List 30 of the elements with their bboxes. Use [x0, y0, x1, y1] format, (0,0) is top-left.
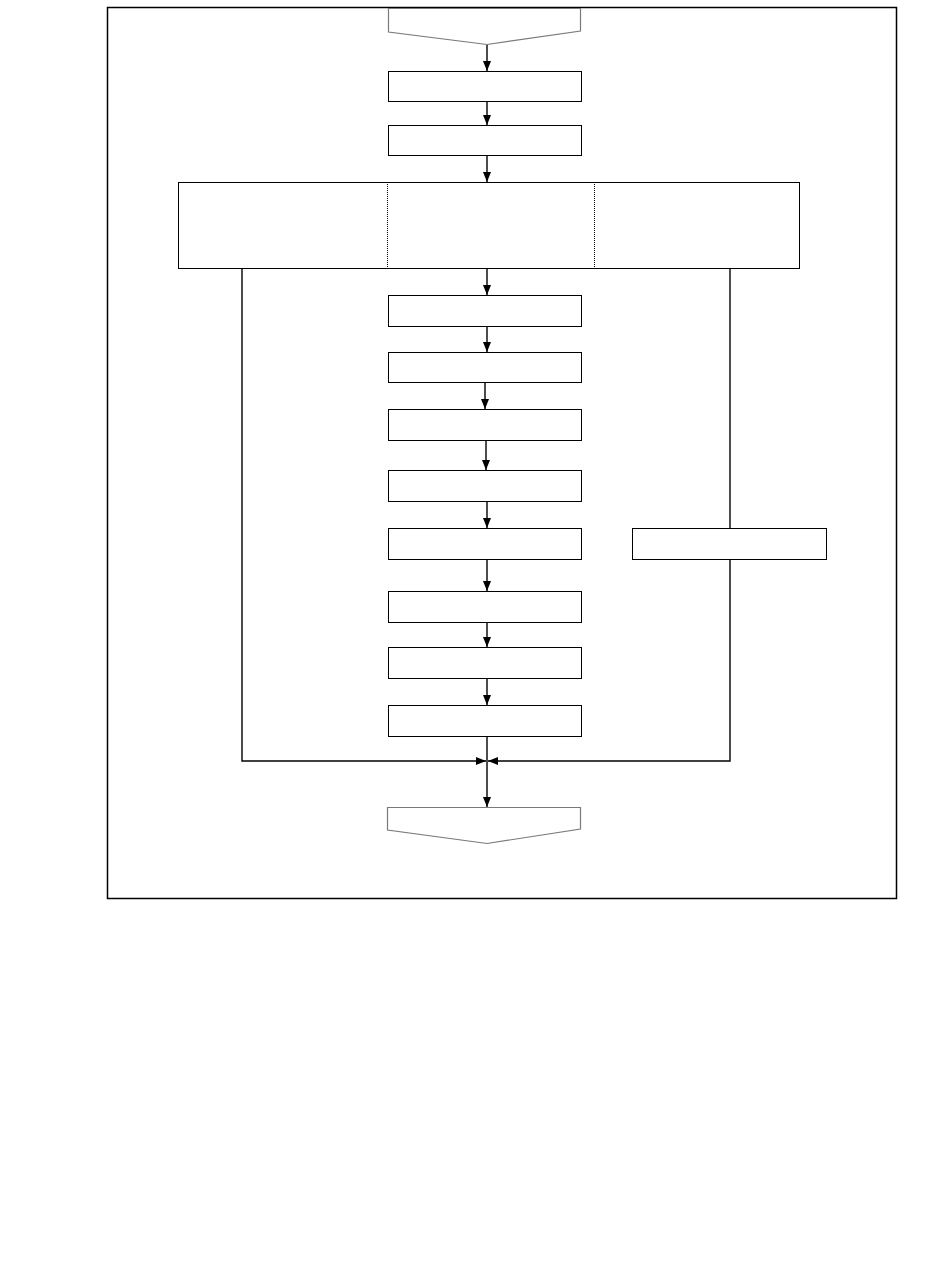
- arrow: [482, 440, 490, 471]
- arrow: [483, 155, 491, 183]
- process-box: [388, 705, 582, 737]
- process-box: [178, 182, 388, 269]
- process-box: [388, 528, 582, 560]
- process-box: [388, 409, 582, 441]
- arrow: [483, 622, 491, 648]
- arrow: [483, 268, 491, 296]
- arrow: [483, 44, 491, 72]
- offpage-connector: [388, 8, 581, 45]
- arrow: [483, 736, 491, 808]
- connector-line: [729, 268, 731, 529]
- arrow: [483, 326, 491, 353]
- arrow: [241, 268, 487, 765]
- process-box: [388, 352, 582, 383]
- process-box: [388, 71, 582, 102]
- process-box: [388, 470, 582, 502]
- process-box: [388, 125, 582, 156]
- offpage-connector: [387, 807, 581, 844]
- process-box: [388, 591, 582, 623]
- process-box: [388, 295, 582, 327]
- arrow: [483, 559, 491, 592]
- arrow: [483, 678, 491, 706]
- arrow: [483, 501, 491, 529]
- process-box: [632, 528, 827, 560]
- process-box: [388, 647, 582, 679]
- arrow: [481, 382, 489, 410]
- process-box: [595, 182, 800, 269]
- arrow: [487, 559, 731, 765]
- arrow: [483, 101, 491, 126]
